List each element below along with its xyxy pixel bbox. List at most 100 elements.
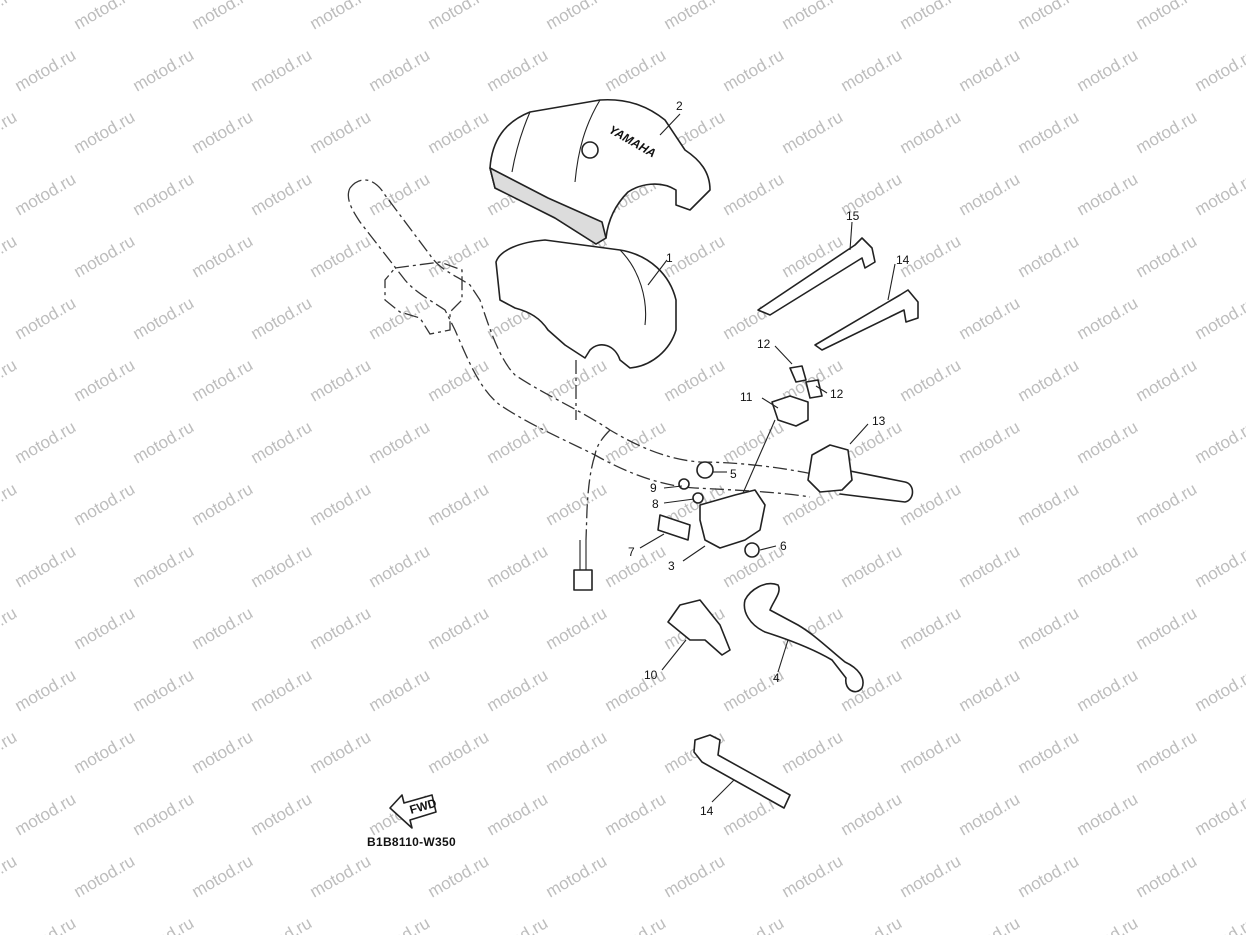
- watermark-text: motod.ru: [1015, 107, 1083, 157]
- watermark-text: motod.ru: [1133, 603, 1201, 653]
- callout-10: 10: [644, 668, 658, 682]
- watermark-text: motod.ru: [484, 913, 552, 935]
- watermark-text: motod.ru: [425, 231, 493, 281]
- callout-14b: 14: [700, 804, 714, 818]
- watermark-text: motod.ru: [779, 851, 847, 901]
- watermark-text: motod.ru: [0, 479, 20, 529]
- watermark-text: motod.ru: [130, 417, 198, 467]
- watermark-text: motod.ru: [1192, 293, 1246, 343]
- callout-13: 13: [872, 414, 886, 428]
- watermark-text: motod.ru: [838, 541, 906, 591]
- handlebar-pad: [495, 239, 677, 369]
- callout-11: 11: [740, 390, 753, 404]
- watermark-text: motod.ru: [71, 727, 139, 777]
- watermark-text: motod.ru: [12, 169, 80, 219]
- watermark-text: motod.ru: [897, 727, 965, 777]
- watermark-text: motod.ru: [1192, 913, 1246, 935]
- watermark-text: motod.ru: [366, 45, 434, 95]
- watermark-text: motod.ru: [1133, 107, 1201, 157]
- handlebar-pad-cover: YAMAHA: [489, 98, 711, 245]
- watermark-text: motod.ru: [1192, 789, 1246, 839]
- watermark-text: motod.ru: [307, 603, 375, 653]
- watermark-text: motod.ru: [307, 0, 375, 33]
- watermark-text: motod.ru: [1074, 45, 1142, 95]
- callout-8: 8: [652, 497, 659, 511]
- watermark-text: motod.ru: [366, 293, 434, 343]
- watermark-text: motod.ru: [661, 0, 729, 33]
- callout-labels: 2 1 15 14 12 12 11 13 5 9 8 7 3 6 10 4 1…: [628, 99, 910, 818]
- watermark-text: motod.ru: [307, 479, 375, 529]
- watermark-text: motod.ru: [1133, 355, 1201, 405]
- watermark-text: motod.ru: [12, 541, 80, 591]
- lever-holder-clamp: [807, 444, 853, 493]
- watermark-text: motod.ru: [1192, 417, 1246, 467]
- watermark-text: motod.ru: [248, 913, 316, 935]
- watermark-text: motod.ru: [720, 45, 788, 95]
- callout-4: 4: [773, 671, 780, 685]
- watermark-text: motod.ru: [1074, 665, 1142, 715]
- watermark-text: motod.ru: [602, 541, 670, 591]
- watermark-text: motod.ru: [484, 789, 552, 839]
- watermark-text: motod.ru: [1015, 231, 1083, 281]
- watermark-text: motod.ru: [602, 789, 670, 839]
- watermark-text: motod.ru: [0, 107, 20, 157]
- watermark-text: motod.ru: [484, 541, 552, 591]
- diagram-code: B1B8110-W350: [367, 835, 456, 849]
- watermark-text: motod.ru: [1015, 355, 1083, 405]
- watermark-text: motod.ru: [12, 45, 80, 95]
- watermark-text: motod.ru: [366, 913, 434, 935]
- watermark-text: motod.ru: [248, 789, 316, 839]
- watermark-text: motod.ru: [956, 541, 1024, 591]
- watermark-text: motod.ru: [1015, 851, 1083, 901]
- watermark-text: motod.ru: [307, 355, 375, 405]
- cable-tie-14b: [693, 734, 791, 809]
- watermark-text: motod.ru: [307, 851, 375, 901]
- watermark-text: motod.ru: [130, 169, 198, 219]
- watermark-text: motod.ru: [484, 417, 552, 467]
- watermark-text: motod.ru: [1015, 479, 1083, 529]
- watermark-text: motod.ru: [425, 851, 493, 901]
- watermark-text: motod.ru: [425, 479, 493, 529]
- callout-14a: 14: [896, 253, 910, 267]
- watermark-text: motod.ru: [0, 727, 20, 777]
- watermark-text: motod.ru: [189, 107, 257, 157]
- watermark-text: motod.ru: [1133, 479, 1201, 529]
- watermark-text: motod.ru: [897, 0, 965, 33]
- watermark-text: motod.ru: [838, 789, 906, 839]
- watermark-text: motod.ru: [543, 851, 611, 901]
- watermark-text: motod.ru: [71, 107, 139, 157]
- watermark-text: motod.ru: [248, 45, 316, 95]
- callout-6: 6: [780, 539, 787, 553]
- watermark-text: motod.ru: [130, 913, 198, 935]
- watermark-text: motod.ru: [12, 417, 80, 467]
- watermark-text: motod.ru: [720, 169, 788, 219]
- watermark-text: motod.ru: [956, 169, 1024, 219]
- watermark-text: motod.ru: [661, 355, 729, 405]
- watermark-text: motod.ru: [425, 603, 493, 653]
- watermark-text: motod.ru: [484, 665, 552, 715]
- watermark-text: motod.ru: [1015, 603, 1083, 653]
- watermark-text: motod.ru: [838, 45, 906, 95]
- watermark-text: motod.ru: [189, 231, 257, 281]
- watermark-text: motod.ru: [897, 355, 965, 405]
- watermark-text: motod.ru: [189, 727, 257, 777]
- watermark-text: motod.ru: [248, 541, 316, 591]
- watermark-text: motod.ru: [1192, 541, 1246, 591]
- watermark-text: motod.ru: [1074, 541, 1142, 591]
- leader-lines: [639, 113, 896, 803]
- watermark-text: motod.ru: [12, 789, 80, 839]
- watermark-text: motod.ru: [71, 479, 139, 529]
- watermark-text: motod.ru: [0, 851, 20, 901]
- watermark-text: motod.ru: [484, 45, 552, 95]
- watermark-text: motod.ru: [130, 789, 198, 839]
- watermark-text: motod.ru: [543, 479, 611, 529]
- holder-clamp-top: [739, 365, 823, 501]
- watermark-text: motod.ru: [189, 851, 257, 901]
- callout-3: 3: [668, 559, 675, 573]
- watermark-text: motod.ru: [956, 789, 1024, 839]
- watermark-text: motod.ru: [425, 727, 493, 777]
- watermark-text: motod.ru: [1133, 231, 1201, 281]
- watermark-text: motod.ru: [1192, 169, 1246, 219]
- watermark-text: motod.ru: [248, 293, 316, 343]
- watermark-text: motod.ru: [779, 0, 847, 33]
